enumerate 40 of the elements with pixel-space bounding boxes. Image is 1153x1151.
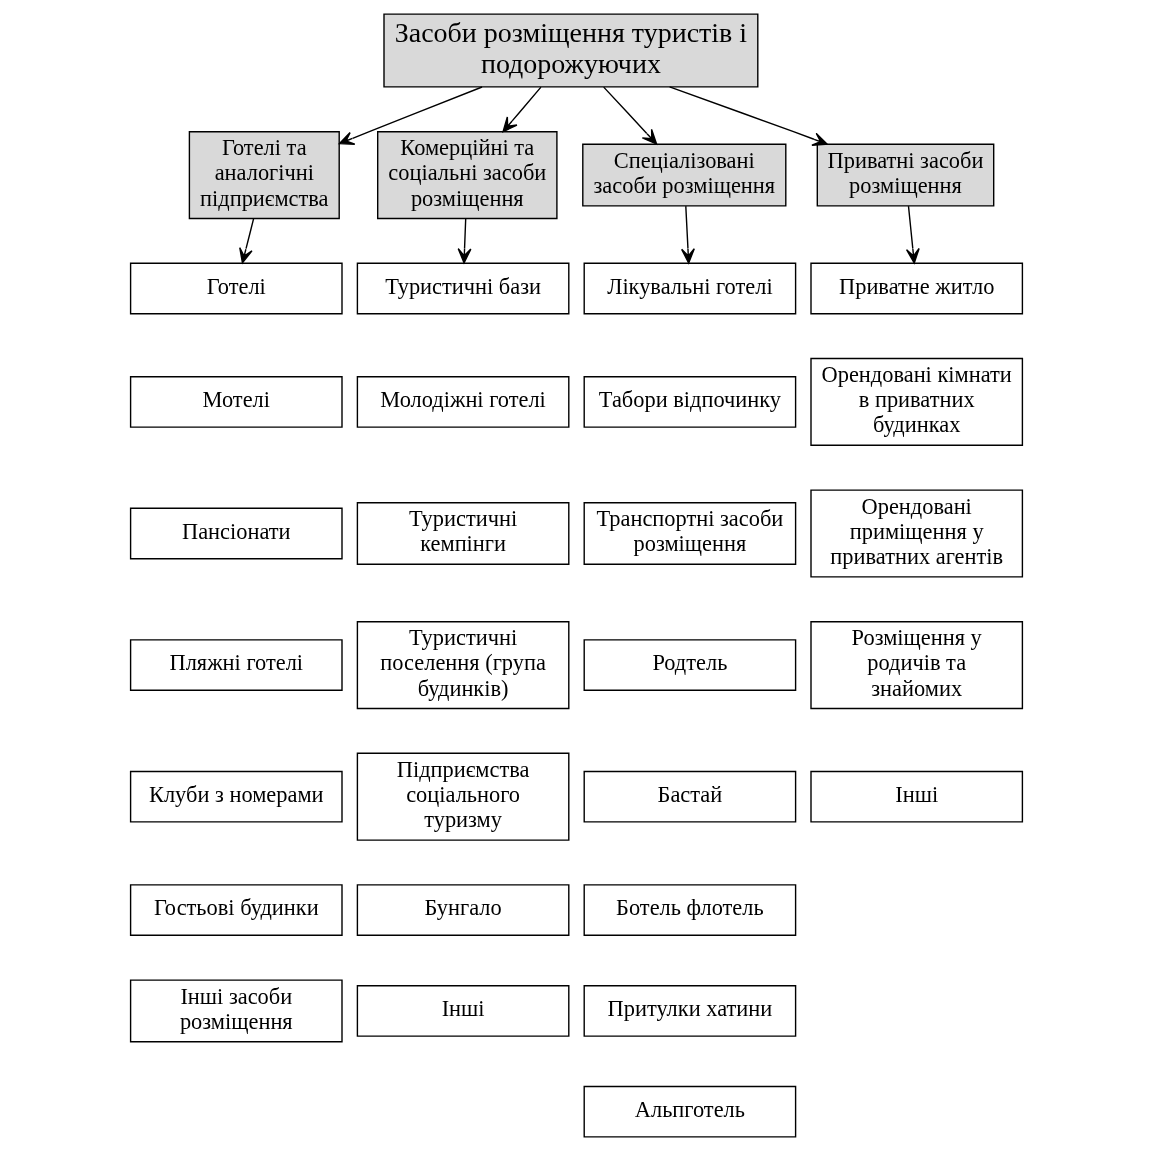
node-box: Приватне житло [810,262,1024,315]
node-box: Готелі [129,262,343,315]
node-box: Пансіонати [129,507,343,560]
node-box: Орендовані приміщення у приватних агентів [810,489,1024,578]
node-box: Гостьові будинки [129,884,343,936]
node-box: Комерційні та соціальні засоби розміщення [377,131,558,220]
node-box: Бунгало [356,884,570,936]
arrow [680,205,695,264]
node-box: Засоби розміщення туристів і подорожуючих [383,13,759,88]
arrow [502,86,542,133]
node-box: Підприємства соціального туризму [356,752,570,841]
node-box: Спеціалізовані засоби розміщення [582,143,787,207]
node-box: Мотелі [129,376,343,428]
arrow [905,205,920,264]
node-box: Бастай [583,770,797,823]
node-box: Клуби з номерами [129,770,343,823]
node-box: Транспортні засоби розміщення [583,502,797,565]
arrow [457,218,472,264]
node-box: Туристичні бази [356,262,570,315]
node-box: Лікувальні готелі [583,262,797,315]
arrow [338,86,483,145]
node-box: Туристичні кемпінги [356,502,570,565]
arrow [239,218,255,264]
node-box: Табори відпочинку [583,376,797,428]
node-box: Молодіжні готелі [356,376,570,428]
node-box: Притулки хатини [583,985,797,1037]
node-box: Приватні засоби розміщення [816,143,995,207]
node-box: Інші [356,985,570,1037]
node-box: Інші засоби розміщення [129,979,343,1043]
arrow [668,86,828,146]
node-box: Пляжні готелі [129,639,343,691]
node-box: Орендовані кімнати в приватних будинках [810,357,1024,446]
node-box: Туристичні поселення (група будинків) [356,621,570,710]
node-box: Родтель [583,639,797,691]
arrow [603,86,658,145]
node-box: Розміщення у родичів та знайомих [810,621,1024,710]
node-box: Ботель флотель [583,884,797,936]
node-box: Альпготель [583,1085,797,1138]
node-box: Готелі та аналогічні підприємства [188,131,340,220]
node-box: Інші [810,770,1024,823]
